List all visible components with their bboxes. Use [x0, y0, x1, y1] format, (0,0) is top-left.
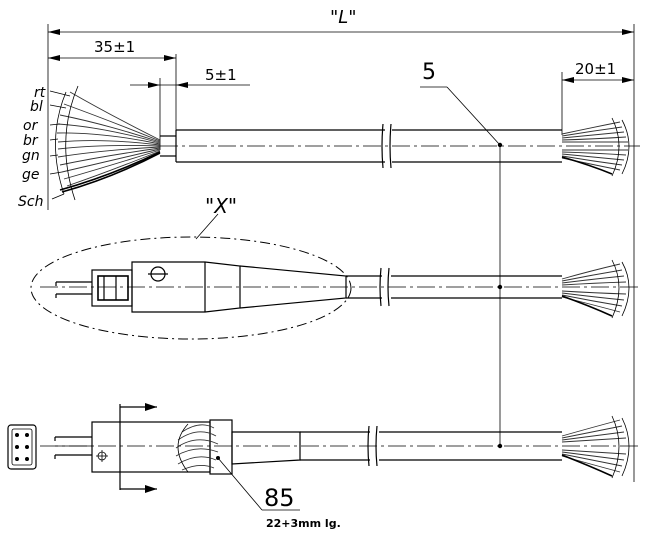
left-wire-fan [49, 85, 176, 201]
cable-middle [346, 267, 562, 307]
overall-length-label: "L" [330, 7, 357, 28]
pin-face-icon [7, 424, 37, 470]
middle-connector [40, 261, 640, 313]
cable-top [160, 123, 640, 169]
strip-right-label: 20±1 [575, 60, 616, 78]
detail-x-ellipse: "X" [30, 194, 352, 340]
wire-color-labels: rt bl or br gn ge Sch [18, 85, 46, 210]
connector-note: 22+3mm lg. [266, 517, 341, 530]
connector-item-number: 85 [264, 484, 295, 512]
wire-label-ge: ge [22, 167, 40, 183]
wire-label-rt: rt [34, 85, 46, 101]
right-wire-fan-middle [561, 259, 630, 319]
wire-label-or: or [23, 118, 39, 134]
strip-right-dimension: 20±1 [561, 60, 634, 135]
cable-item-number: 5 [422, 60, 436, 85]
wire-label-gn: gn [22, 148, 40, 164]
strip-left-dimension: 35±1 [48, 38, 177, 150]
inner-strip-dimension: 5±1 [130, 66, 250, 150]
cable-bottom [300, 425, 562, 467]
bottom-connector [40, 403, 640, 493]
overall-length-dimension: "L" [47, 7, 635, 482]
cable-item-callout: 5 [420, 60, 503, 449]
wire-label-sch: Sch [18, 194, 43, 210]
right-wire-fan-top [561, 117, 630, 177]
wire-label-br: br [23, 133, 39, 149]
wire-label-bl: bl [30, 99, 43, 115]
detail-x-label: "X" [205, 194, 237, 218]
connector-item-callout: 85 22+3mm lg. [216, 456, 341, 530]
right-wire-fan-bottom [561, 415, 630, 479]
strip-left-label: 35±1 [94, 38, 135, 56]
inner-strip-label: 5±1 [205, 66, 237, 84]
